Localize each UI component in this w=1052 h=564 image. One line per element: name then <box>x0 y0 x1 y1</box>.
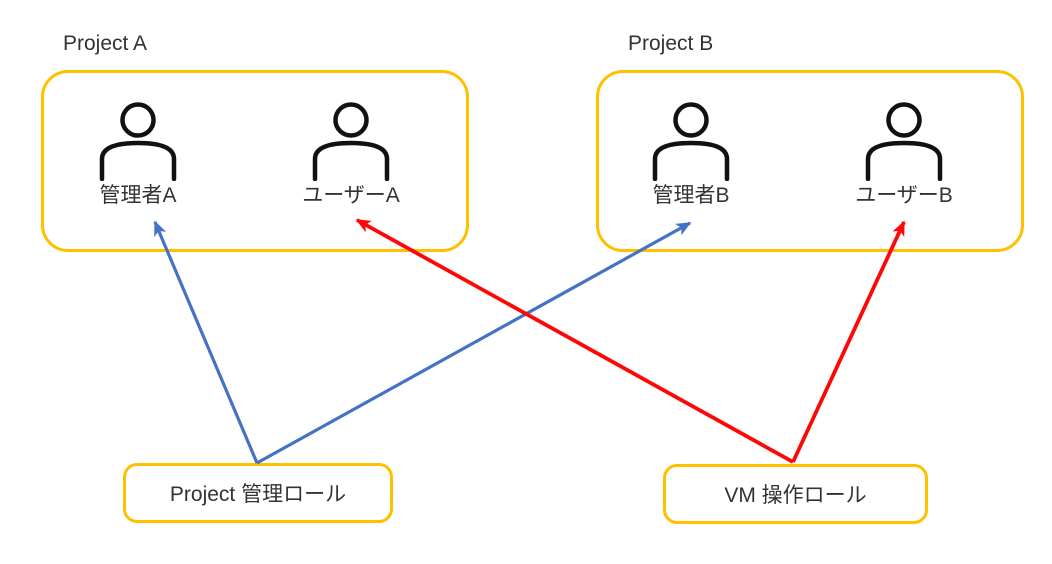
person-icon <box>865 102 943 181</box>
arrow-vm-operate-to-user-a <box>355 218 794 464</box>
member-label-admin-a: 管理者A <box>99 184 177 207</box>
member-admin-a: 管理者A <box>58 101 218 207</box>
person-icon <box>99 102 177 181</box>
role-box-vm-operate: VM 操作ロール <box>663 464 928 524</box>
member-user-b: ユーザーB <box>824 101 984 207</box>
project-b-title: Project B <box>628 32 714 55</box>
arrow-project-admin-to-admin-b <box>256 221 692 465</box>
person-icon <box>312 102 390 181</box>
person-icon <box>652 102 730 181</box>
member-user-a: ユーザーA <box>271 101 431 207</box>
member-label-user-b: ユーザーB <box>855 184 953 207</box>
member-label-admin-b: 管理者B <box>652 184 730 207</box>
arrow-project-admin-to-admin-a <box>153 220 259 464</box>
member-label-user-a: ユーザーA <box>302 184 400 207</box>
role-box-project-admin: Project 管理ロール <box>123 463 393 523</box>
project-a-title: Project A <box>63 32 148 55</box>
role-label-vm-operate: VM 操作ロール <box>724 484 867 507</box>
arrow-vm-operate-to-user-b <box>791 220 906 463</box>
role-label-project-admin: Project 管理ロール <box>169 483 347 506</box>
member-admin-b: 管理者B <box>611 101 771 207</box>
